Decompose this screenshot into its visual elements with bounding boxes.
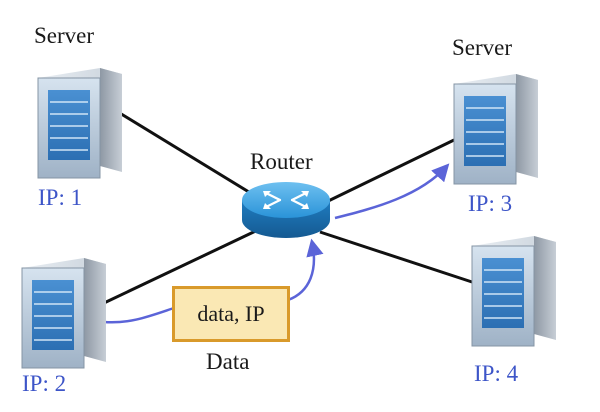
link-router-server-3 (319, 138, 455, 207)
server-3-icon (453, 74, 538, 185)
data-packet-box: data, IP (172, 286, 290, 342)
data-packet-caption: Data (206, 349, 250, 374)
data-packet-content: data, IP (197, 301, 265, 326)
router-icon (242, 182, 330, 238)
server-4-icon (471, 236, 556, 347)
server-1-heading: Server (34, 23, 95, 48)
router-label: Router (250, 149, 313, 174)
flow-arrow-server2-to-packet (103, 306, 175, 324)
server-1-ip-label: IP: 1 (38, 185, 83, 210)
flow-arrow-packet-to-router (287, 238, 324, 302)
network-links (103, 110, 473, 305)
link-router-server-1 (117, 110, 263, 202)
server-3-heading: Server (452, 35, 513, 60)
server-4-ip-label: IP: 4 (474, 361, 519, 386)
link-router-server-4 (319, 230, 473, 284)
flow-arrow-router-to-server3 (334, 163, 450, 220)
server-1-icon (37, 68, 122, 179)
server-2-ip-label: IP: 2 (22, 371, 67, 396)
link-router-server-2 (103, 226, 263, 305)
data-flow-arrows (103, 163, 450, 324)
server-3-ip-label: IP: 3 (468, 191, 513, 216)
server-2-icon (21, 258, 106, 369)
